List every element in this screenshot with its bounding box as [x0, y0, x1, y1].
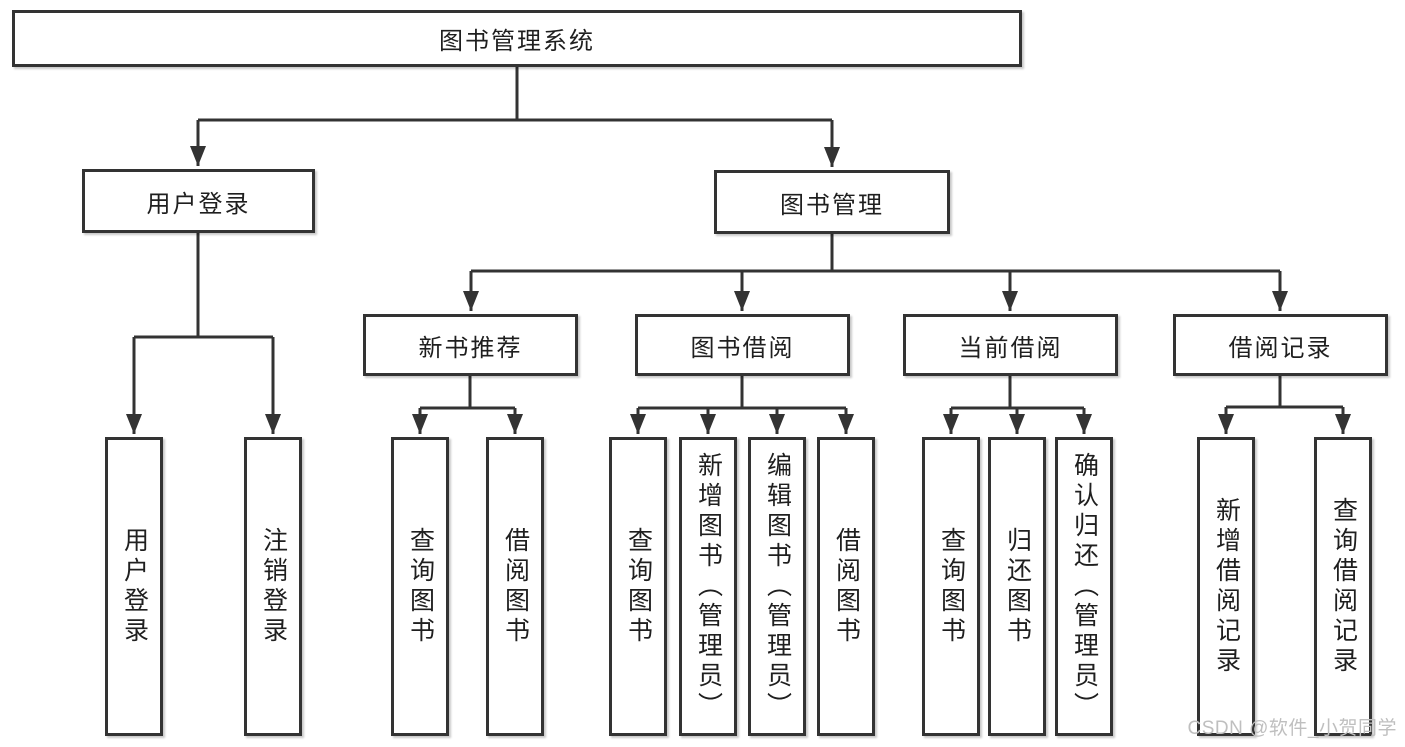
leaf-add-borrow-record: 新增借阅记录 [1197, 437, 1255, 736]
leaf-query-books-recommend: 查询图书 [391, 437, 449, 736]
leaf-borrow-books-recommend: 借阅图书 [486, 437, 544, 736]
node-current-borrowing: 当前借阅 [903, 314, 1118, 376]
node-user-login: 用户登录 [82, 169, 315, 233]
node-book-borrowing: 图书借阅 [635, 314, 850, 376]
leaf-query-books-current: 查询图书 [922, 437, 980, 736]
node-book-management: 图书管理 [714, 170, 950, 234]
leaf-edit-books-admin: 编辑图书（管理员） [748, 437, 806, 736]
leaf-user-login: 用户登录 [105, 437, 163, 736]
leaf-query-borrow-record: 查询借阅记录 [1314, 437, 1372, 736]
leaf-borrow-books: 借阅图书 [817, 437, 875, 736]
node-new-book-recommend: 新书推荐 [363, 314, 578, 376]
csdn-watermark: CSDN @软件_小贺同学 [1187, 718, 1397, 739]
leaf-confirm-return-admin: 确认归还（管理员） [1055, 437, 1113, 736]
node-library-management-system: 图书管理系统 [12, 10, 1022, 67]
leaf-logout: 注销登录 [244, 437, 302, 736]
leaf-add-books-admin: 新增图书（管理员） [679, 437, 737, 736]
leaf-query-books-borrowing: 查询图书 [609, 437, 667, 736]
node-borrowing-records: 借阅记录 [1173, 314, 1388, 376]
leaf-return-books: 归还图书 [988, 437, 1046, 736]
